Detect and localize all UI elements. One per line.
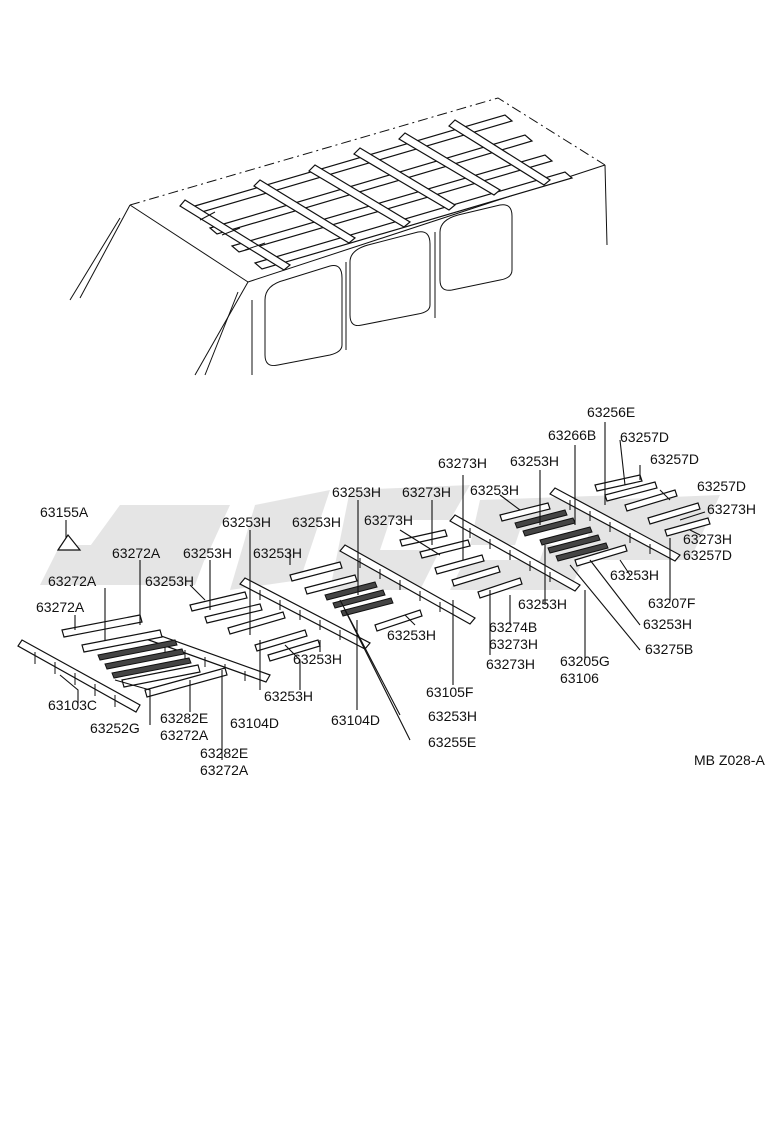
label-63155A: 63155A xyxy=(40,504,89,520)
label-63253H: 63253H xyxy=(222,514,271,530)
label-63273H: 63273H xyxy=(402,484,451,500)
label-63104D: 63104D xyxy=(230,715,279,731)
label-63103C: 63103C xyxy=(48,697,97,713)
part-labels: 63256E 63266B 63257D 63257D 63257D 63273… xyxy=(36,404,765,778)
label-63273H: 63273H xyxy=(707,501,756,517)
label-63205G: 63205G xyxy=(560,653,610,669)
label-63272A: 63272A xyxy=(200,762,249,778)
label-63253H: 63253H xyxy=(293,651,342,667)
label-63282E: 63282E xyxy=(160,710,208,726)
label-63255E: 63255E xyxy=(428,734,476,750)
diagram-code: MB Z028-A xyxy=(694,752,765,768)
label-63253H: 63253H xyxy=(518,596,567,612)
label-63256E: 63256E xyxy=(587,404,635,420)
label-63273H: 63273H xyxy=(489,636,538,652)
label-63253H: 63253H xyxy=(643,616,692,632)
label-63257D: 63257D xyxy=(650,451,699,467)
label-63274B: 63274B xyxy=(489,619,537,635)
label-63207F: 63207F xyxy=(648,595,695,611)
label-63253H: 63253H xyxy=(610,567,659,583)
label-63253H: 63253H xyxy=(253,545,302,561)
label-63273H: 63273H xyxy=(486,656,535,672)
rail-63205G xyxy=(449,514,581,592)
label-63106: 63106 xyxy=(560,670,599,686)
label-63252G: 63252G xyxy=(90,720,140,736)
label-63272A: 63272A xyxy=(48,573,97,589)
label-63104D: 63104D xyxy=(331,712,380,728)
label-63253H: 63253H xyxy=(510,453,559,469)
label-63272A: 63272A xyxy=(36,599,85,615)
clip-63155A-part xyxy=(56,533,82,551)
label-63272A: 63272A xyxy=(160,727,209,743)
label-63253H: 63253H xyxy=(428,708,477,724)
label-63253H: 63253H xyxy=(470,482,519,498)
label-63253H: 63253H xyxy=(387,627,436,643)
label-63253H: 63253H xyxy=(264,688,313,704)
label-63273H: 63273H xyxy=(683,531,732,547)
label-63282E: 63282E xyxy=(200,745,248,761)
label-63253H: 63253H xyxy=(183,545,232,561)
rail-63105F xyxy=(339,544,476,625)
van-roof-illustration xyxy=(69,97,608,376)
rail-63207F xyxy=(549,487,681,562)
label-63266B: 63266B xyxy=(548,427,596,443)
label-63273H: 63273H xyxy=(364,512,413,528)
label-63273H: 63273H xyxy=(438,455,487,471)
label-63105F: 63105F xyxy=(426,684,473,700)
label-63257D: 63257D xyxy=(697,478,746,494)
label-63257D: 63257D xyxy=(620,429,669,445)
label-63272A: 63272A xyxy=(112,545,161,561)
label-63257D: 63257D xyxy=(683,547,732,563)
leader-lines xyxy=(59,422,706,760)
label-63253H: 63253H xyxy=(145,573,194,589)
rail-63103C xyxy=(17,639,141,713)
label-63253H: 63253H xyxy=(332,484,381,500)
label-63253H: 63253H xyxy=(292,514,341,530)
label-63275B: 63275B xyxy=(645,641,693,657)
